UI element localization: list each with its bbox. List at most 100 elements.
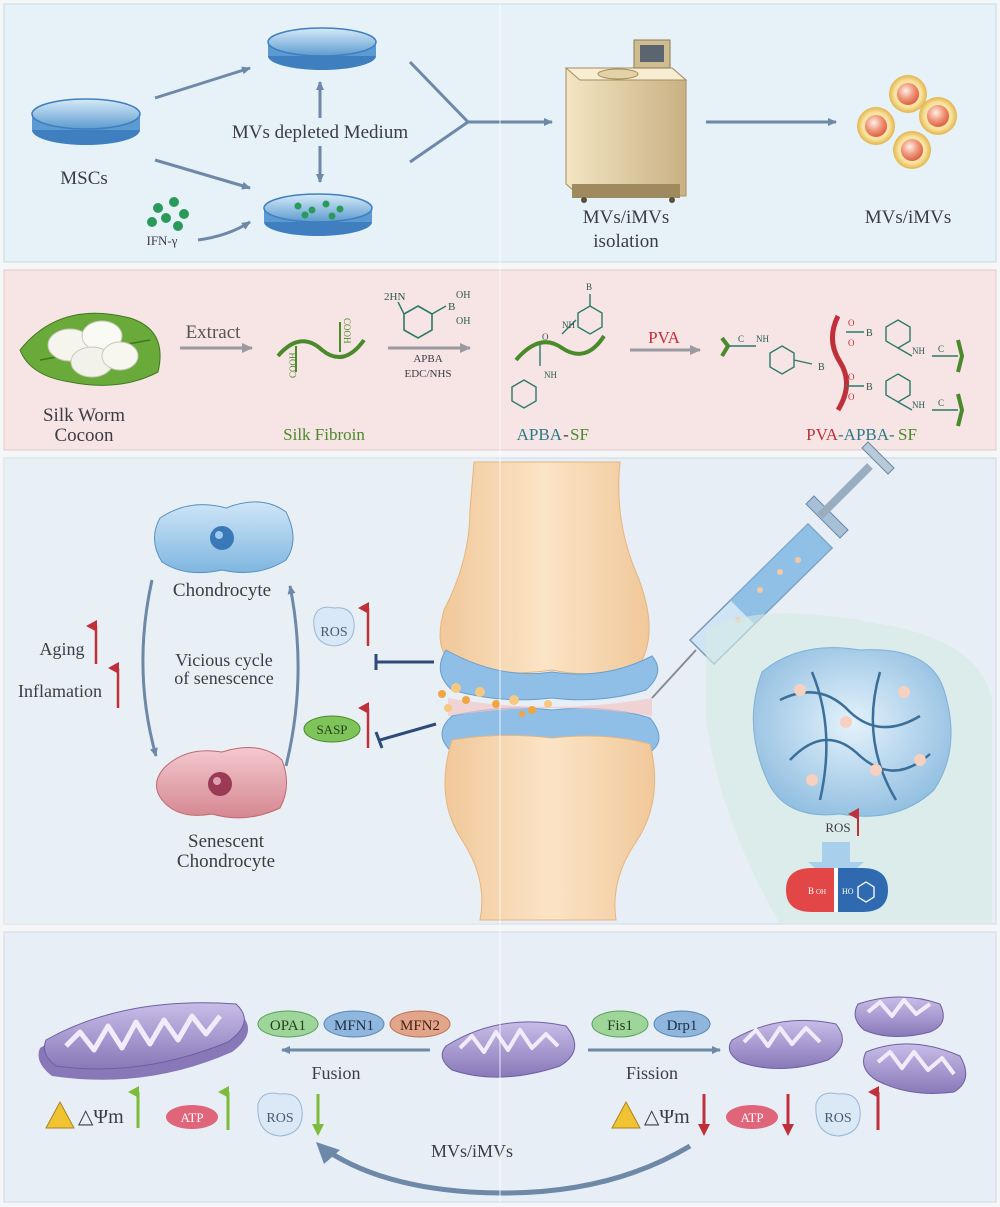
product-o-3: O: [848, 372, 855, 382]
apba-boron: B: [448, 301, 455, 313]
boronic-oh-label: OH: [816, 888, 826, 896]
reagent-apba: APBA: [413, 353, 442, 365]
ros-blob: [313, 606, 355, 647]
normal-mitochondrion: [441, 1021, 576, 1078]
cocoon-label-line1: Silk Worm: [43, 405, 125, 426]
cooh-label-1: COOH: [288, 352, 298, 378]
cycle-arrow-down: [141, 579, 158, 757]
apba-oh-2: OH: [456, 316, 470, 327]
product-boron-top: B: [866, 328, 873, 339]
apba-sf-label-left: APBA: [517, 425, 563, 444]
cycle-label-line1: Vicious cycle: [175, 650, 272, 670]
apba-sf-nh-top: NH: [562, 320, 575, 330]
cleavage-arrow: [808, 842, 864, 886]
cooh-label-2: COOH: [342, 318, 352, 344]
ros-label: ROS: [320, 625, 347, 640]
product-label-pva: PVA: [806, 425, 839, 444]
atp-left-label: ATP: [180, 1110, 203, 1125]
opa1-pill: [257, 1010, 319, 1038]
dpsi-right-label: △Ψm: [644, 1106, 690, 1128]
product-o-4: O: [848, 392, 855, 402]
treatment-return-arrow: [324, 1143, 692, 1196]
drp1-label: Drp1: [667, 1018, 698, 1034]
product-c-bottom: C: [938, 398, 944, 408]
cycle-arrow-up: [284, 585, 300, 767]
product-label-apba: -APBA-: [838, 425, 895, 444]
product-nh-left: NH: [756, 334, 769, 344]
ros-right-blob: [815, 1092, 861, 1137]
ros-right-label: ROS: [824, 1111, 851, 1126]
sasp-inhibit-line: [379, 722, 437, 742]
membrane-potential-triangle-right: [611, 1100, 641, 1129]
boronic-cleavage-pill: [786, 868, 888, 912]
atp-left-pill: [166, 1105, 218, 1129]
membrane-potential-triangle-left: [45, 1100, 75, 1129]
fission-label: Fission: [626, 1063, 678, 1083]
fusion-label: Fusion: [311, 1063, 360, 1083]
ros-left-down-head: [312, 1124, 324, 1136]
dpsi-right-down-head: [698, 1124, 710, 1136]
dpsi-left-label: △Ψm: [78, 1106, 124, 1128]
atp-right-label: ATP: [740, 1110, 763, 1125]
product-nh-top: NH: [912, 346, 925, 356]
silk-cocoon-icon: [19, 312, 161, 386]
ifn-label: IFN-γ: [146, 233, 177, 248]
product-boron-bottom: B: [866, 382, 873, 393]
silk-fibroin-chain: [276, 322, 366, 372]
medium-label: MVs depleted Medium: [232, 122, 408, 143]
sasp-pill: [303, 715, 361, 743]
extracellular-vesicles: [857, 75, 957, 169]
ifn-gamma-beads: [147, 197, 189, 231]
apba-amine: 2HN: [384, 291, 405, 303]
product-label-sf: SF: [898, 425, 917, 444]
ultracentrifuge-icon: [564, 39, 688, 203]
chondrocyte-cell: [154, 501, 294, 574]
apba-sf-nh-bottom: NH: [544, 370, 557, 380]
ros-left-label: ROS: [266, 1111, 293, 1126]
opa1-label: OPA1: [270, 1018, 306, 1034]
vesicles-label: MVs/iMVs: [865, 207, 952, 228]
chondrocyte-label: Chondrocyte: [173, 580, 271, 601]
senescent-label-line2: Chondrocyte: [177, 851, 275, 872]
pva-arrow-label: PVA: [648, 328, 681, 347]
product-c-left: C: [738, 334, 744, 344]
product-o-2: O: [848, 338, 855, 348]
treatment-label: MVs/iMVs: [431, 1141, 513, 1161]
drp1-pill: [653, 1010, 711, 1038]
apba-sf-label-right: SF: [570, 425, 589, 444]
msc-label: MSCs: [60, 168, 108, 189]
cycle-label-line2: of senescence: [174, 668, 273, 688]
knee-joint-illustration: [438, 461, 660, 921]
msc-dish: [31, 98, 141, 145]
product-boron-left: B: [818, 362, 825, 373]
senescent-chondrocyte-cell: [156, 747, 287, 819]
apba-sf-label-dash: -: [563, 425, 569, 444]
senescent-label-line1: Senescent: [188, 831, 265, 852]
fis1-label: Fis1: [607, 1018, 633, 1034]
isolation-label-line1: MVs/iMVs: [583, 207, 670, 228]
extract-label: Extract: [186, 322, 242, 343]
ros-left-blob: [257, 1092, 303, 1137]
msc-to-top-arrow: [154, 66, 251, 100]
fused-mitochondrion: [38, 1002, 249, 1080]
fragmented-mitochondria: [728, 996, 967, 1094]
mfn1-label: MFN1: [334, 1018, 374, 1034]
phenol-label: HO: [842, 887, 854, 896]
product-nh-bottom: NH: [912, 400, 925, 410]
product-o-1: O: [848, 318, 855, 328]
atp-right-pill: [726, 1105, 778, 1129]
atp-right-down-head: [782, 1124, 794, 1136]
fis1-pill: [591, 1010, 649, 1038]
hydrogel-ros-label: ROS: [825, 820, 850, 835]
pva-apba-sf-structure: [720, 314, 965, 427]
isolation-label-line2: isolation: [593, 231, 659, 252]
reagent-edc: EDC/NHS: [404, 368, 451, 380]
apba-oh-1: OH: [456, 290, 470, 301]
apba-sf-boron: B: [586, 282, 592, 292]
apba-sf-o: O: [542, 332, 549, 342]
mfn2-pill: [389, 1010, 451, 1038]
cocoon-label-line2: Cocoon: [54, 425, 114, 446]
mfn1-pill: [323, 1010, 385, 1038]
